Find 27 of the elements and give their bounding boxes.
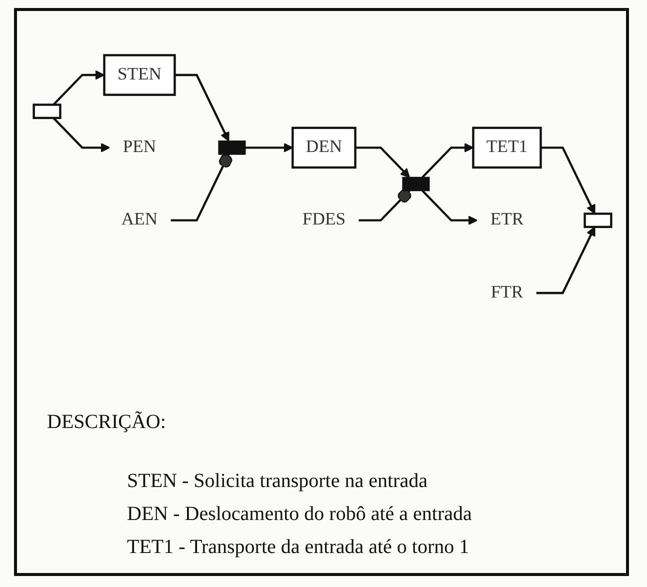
arrow [540, 146, 596, 214]
description-line: DEN - Deslocamento do robô até a entrada [127, 503, 473, 526]
arrow [245, 142, 294, 153]
connector [170, 154, 232, 222]
node-text: AEN [121, 210, 158, 230]
node-box: STEN [103, 54, 176, 96]
description-heading: DESCRIÇÃO: [47, 411, 167, 434]
node-box: TET1 [472, 126, 542, 169]
node-bracket [32, 104, 62, 120]
node-bar [218, 140, 246, 155]
arrow [422, 190, 478, 226]
arrow [52, 117, 110, 153]
node-text: PEN [122, 138, 156, 156]
node-text: FDES [302, 210, 346, 230]
node-text: FTR [490, 283, 524, 302]
description-line: STEN - Solicita transporte na entrada [127, 470, 428, 493]
arrow [422, 142, 474, 178]
arrow [174, 74, 230, 142]
node-bracket [584, 212, 612, 228]
description-line: TET1 - Transporte da entrada até o torno 1 [127, 536, 470, 559]
arrow [355, 146, 410, 178]
arrow [536, 226, 596, 294]
node-bar [402, 176, 430, 192]
node-box: DEN [292, 126, 356, 169]
arrow [52, 70, 105, 106]
node-text: ETR [490, 210, 524, 230]
connector [358, 189, 412, 222]
